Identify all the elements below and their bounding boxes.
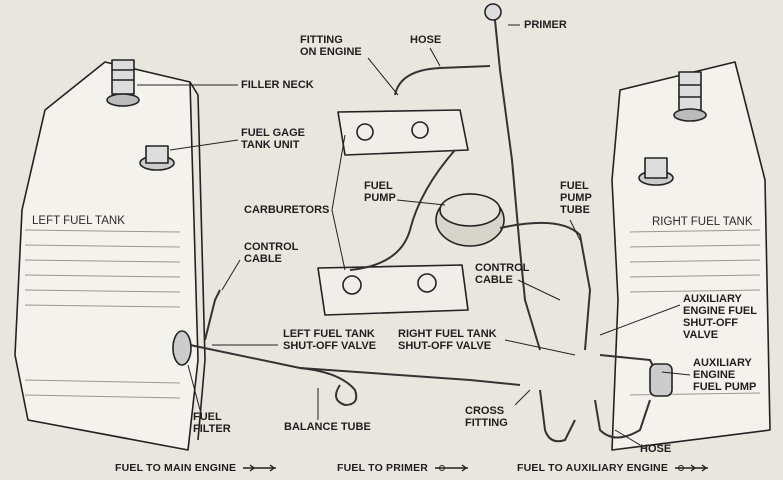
label-fuel-filter: FUEL FILTER xyxy=(193,411,231,435)
label-fuel-pump: FUEL PUMP xyxy=(364,180,396,204)
carburetor-lower xyxy=(317,264,469,316)
aux-fuel-pump xyxy=(649,363,673,397)
label-left-shutoff: LEFT FUEL TANK SHUT-OFF VALVE xyxy=(283,328,377,352)
label-right-fuel-tank: RIGHT FUEL TANK xyxy=(652,216,753,228)
filler-neck-right xyxy=(673,71,707,122)
legend-main-label: FUEL TO MAIN ENGINE xyxy=(115,462,237,474)
label-fuel-gage: FUEL GAGE TANK UNIT xyxy=(241,127,305,151)
label-carburetors: CARBURETORS xyxy=(244,204,330,216)
label-aux-pump: AUXILIARY ENGINE FUEL PUMP xyxy=(693,357,757,393)
legend-aux-label: FUEL TO AUXILIARY ENGINE xyxy=(517,462,669,474)
fuel-lines xyxy=(189,19,656,443)
arrow-primer-icon xyxy=(435,464,469,472)
fuel-filter xyxy=(172,330,192,366)
fuel-pump xyxy=(435,193,505,247)
filler-neck-left xyxy=(106,59,140,107)
label-hose-bottom: HOSE xyxy=(640,443,672,455)
carburetor-upper xyxy=(337,109,469,156)
label-primer: PRIMER xyxy=(524,19,567,31)
fuel-gage-unit-left xyxy=(139,145,175,171)
legend-primer-label: FUEL TO PRIMER xyxy=(337,462,429,474)
label-fitting-on-engine: FITTING ON ENGINE xyxy=(300,34,362,58)
label-control-cable-right: CONTROL CABLE xyxy=(475,262,530,286)
fuel-gage-unit-right xyxy=(638,157,674,186)
arrow-aux-icon xyxy=(675,464,709,472)
arrow-main-icon xyxy=(243,464,277,472)
legend-primer: FUEL TO PRIMER xyxy=(337,462,470,474)
label-control-cable-left: CONTROL CABLE xyxy=(244,241,299,265)
legend-aux-engine: FUEL TO AUXILIARY ENGINE xyxy=(517,462,710,474)
label-fuel-pump-tube: FUEL PUMP TUBE xyxy=(560,180,592,216)
label-hose-top: HOSE xyxy=(410,34,442,46)
leader-lines xyxy=(137,24,691,446)
legend-main-engine: FUEL TO MAIN ENGINE xyxy=(115,462,278,474)
label-left-fuel-tank: LEFT FUEL TANK xyxy=(32,215,125,227)
label-right-shutoff: RIGHT FUEL TANK SHUT-OFF VALVE xyxy=(398,328,497,352)
primer xyxy=(484,3,502,21)
left-fuel-tank xyxy=(14,61,206,451)
label-aux-shutoff: AUXILIARY ENGINE FUEL SHUT-OFF VALVE xyxy=(683,293,757,341)
label-balance-tube: BALANCE TUBE xyxy=(284,421,371,433)
label-cross-fitting: CROSS FITTING xyxy=(465,405,508,429)
label-filler-neck: FILLER NECK xyxy=(241,79,314,91)
